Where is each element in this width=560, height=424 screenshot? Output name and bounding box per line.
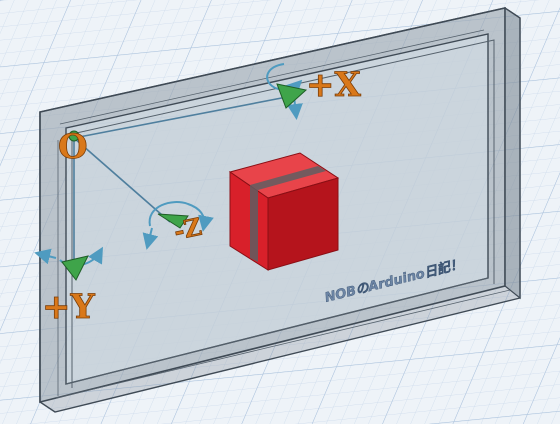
cube-side-face	[267, 177, 339, 271]
y-axis-label: +Y	[42, 287, 95, 327]
cube-shadow-stripe	[250, 185, 258, 262]
red-cube[interactable]	[228, 152, 340, 271]
rotate-x-arrow-icon[interactable]	[266, 63, 308, 120]
z-axis-label: -Z	[171, 212, 204, 246]
x-axis-label: +X	[306, 65, 361, 105]
x-axis-line	[73, 95, 293, 139]
origin-label: O	[58, 127, 88, 167]
rotate-z-arrow-icon[interactable]	[142, 201, 214, 250]
origin-dot-icon	[68, 130, 80, 142]
cube-top-stripe	[250, 166, 326, 190]
axis-lines	[73, 95, 293, 262]
z-axis-line	[73, 137, 171, 223]
rotate-y-arrow-icon[interactable]	[34, 246, 103, 281]
